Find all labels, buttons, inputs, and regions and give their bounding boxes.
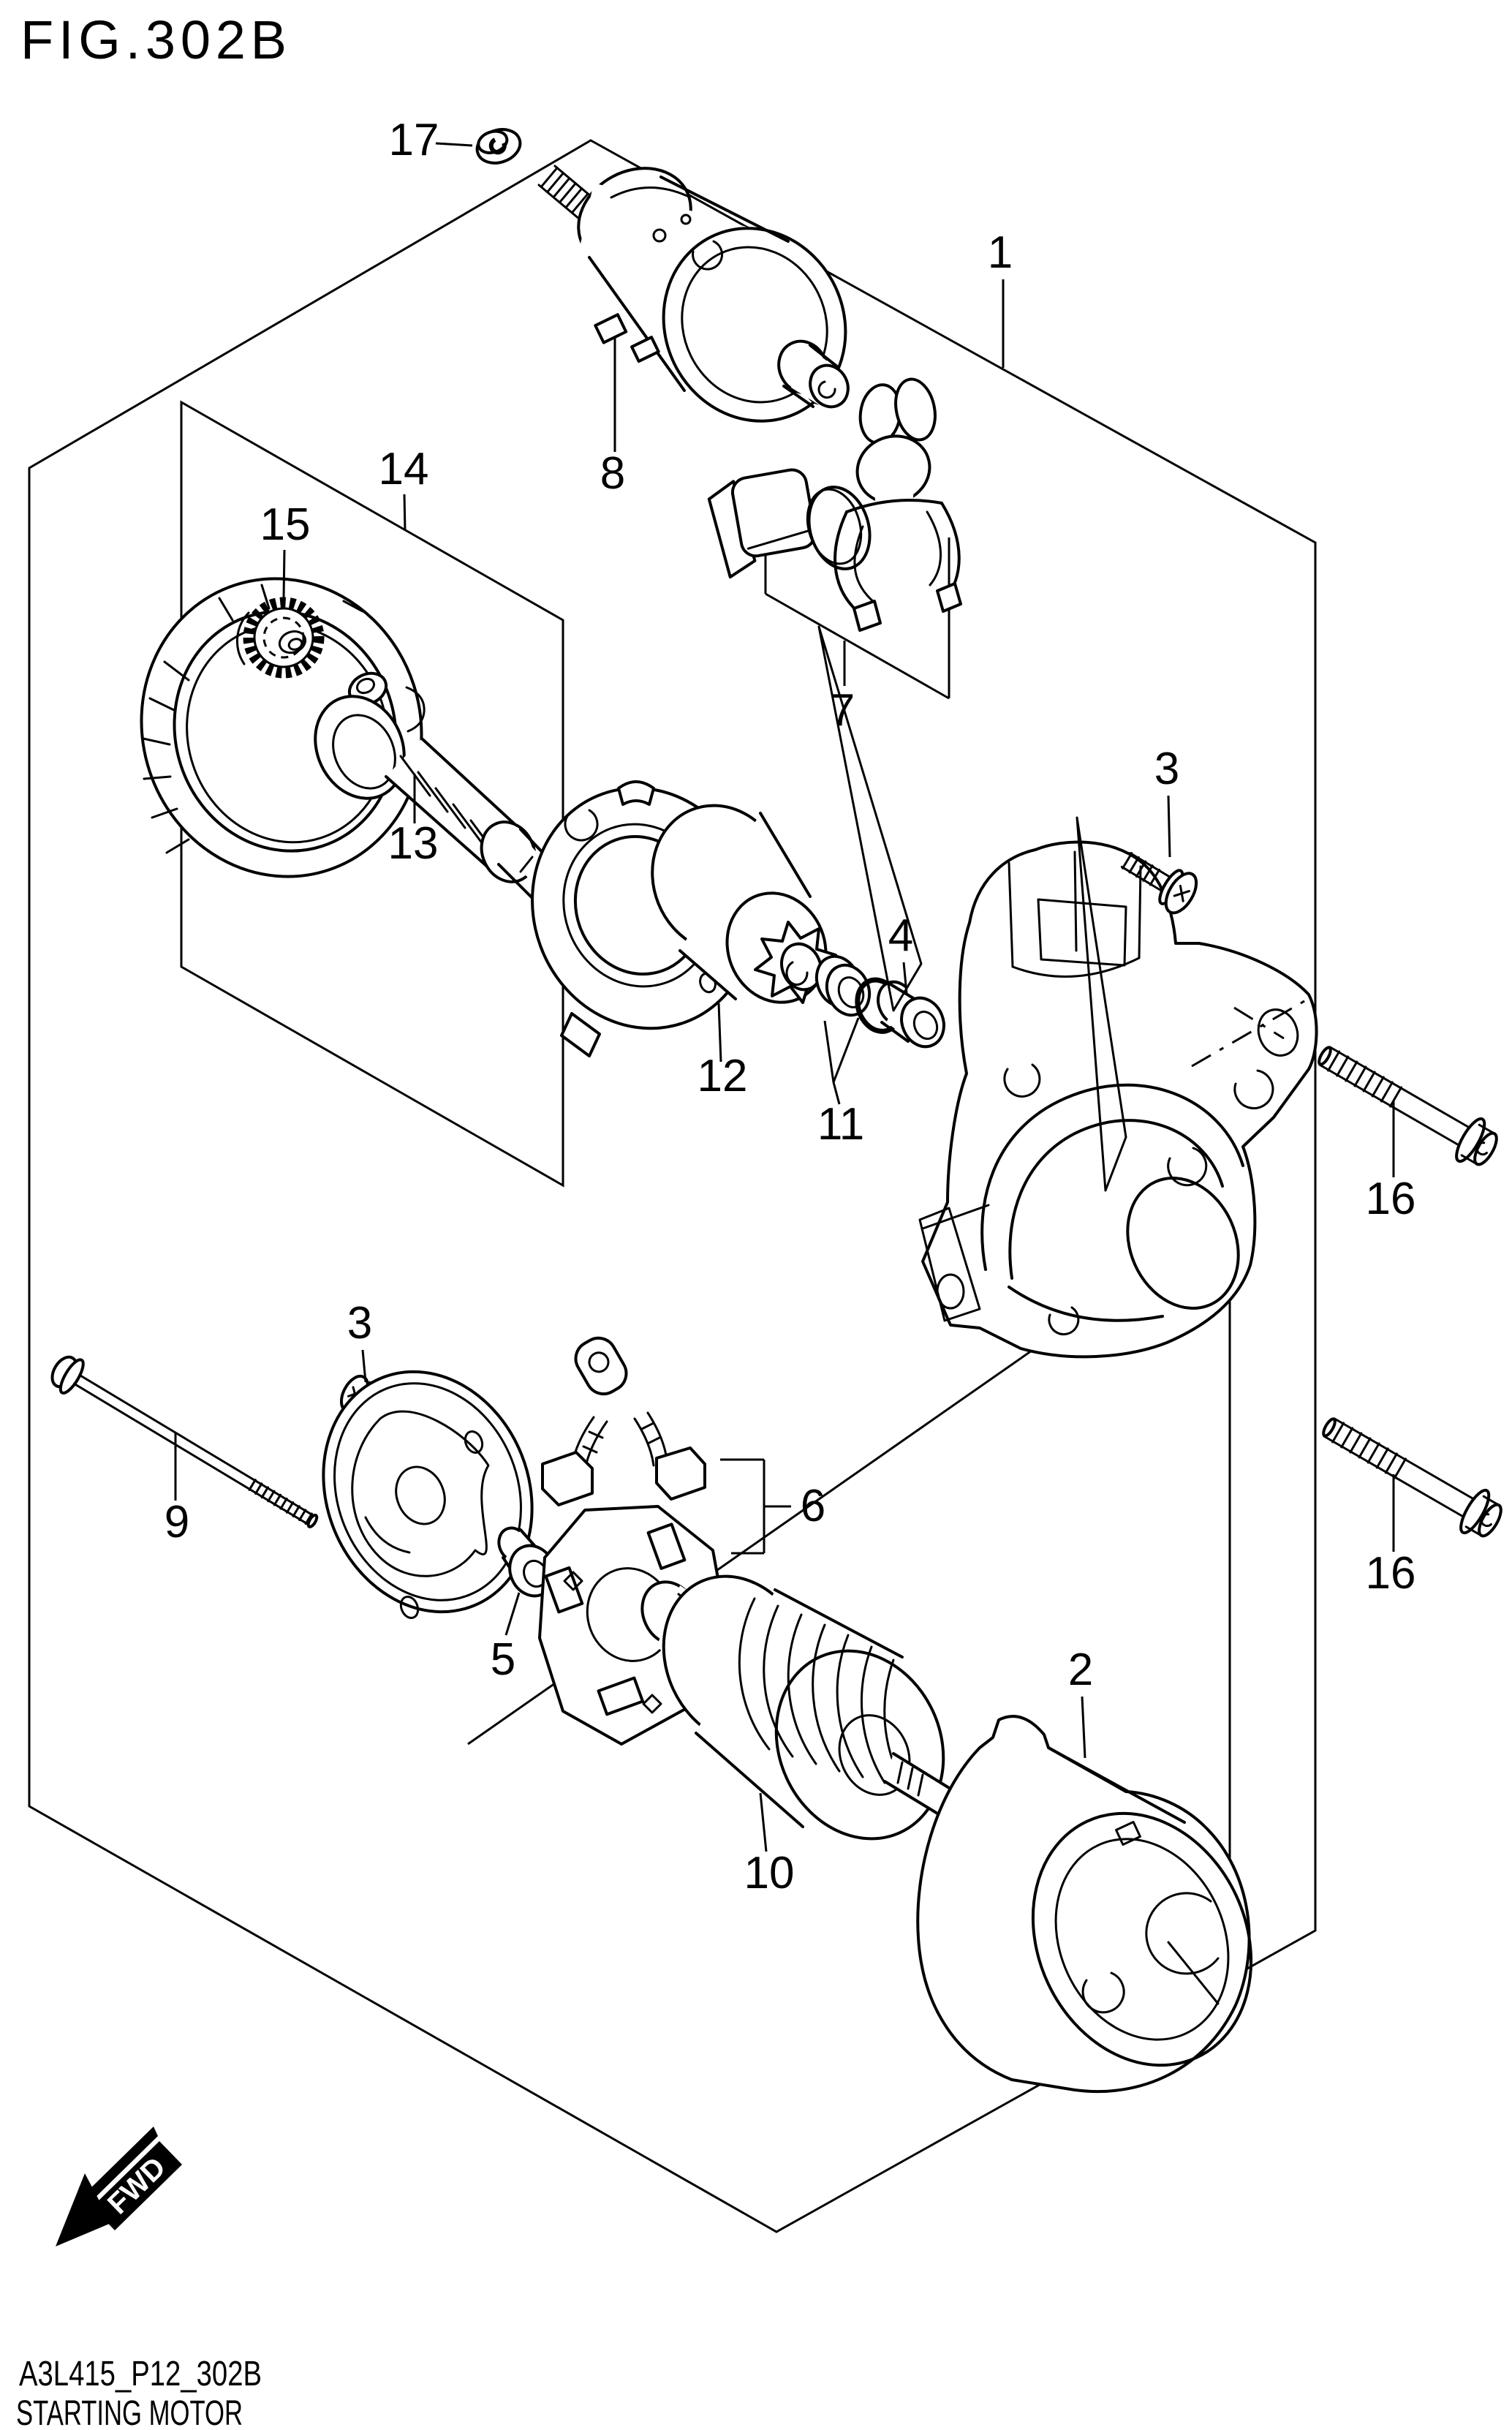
callout-1: 1 (988, 227, 1013, 278)
solenoid-plunger (777, 339, 850, 409)
solenoid-stud (537, 165, 596, 219)
callout-10: 10 (744, 1848, 795, 1898)
solenoid-terminals (594, 313, 660, 363)
callout-3-upper: 3 (1154, 744, 1179, 794)
callout-9: 9 (165, 1497, 189, 1547)
internal-ring-gear (140, 577, 426, 878)
ring-notches (142, 584, 271, 854)
yoke-housing (916, 1715, 1253, 2094)
brush-block-right (655, 1446, 706, 1501)
terminal-nut (475, 128, 522, 165)
callout-2: 2 (1068, 1645, 1093, 1695)
winding-lines (738, 1597, 907, 1789)
rubber-packing (707, 468, 817, 579)
mount-bolt-upper (1318, 1046, 1498, 1166)
pinion-stopper-bushing (877, 980, 945, 1049)
callout-16-lower: 16 (1366, 1548, 1416, 1599)
callout-13: 13 (388, 818, 439, 869)
bore-arches (980, 1083, 1244, 1322)
shift-lever-fork (834, 377, 962, 632)
terminal-lead (574, 1336, 628, 1396)
callout-12: 12 (698, 1051, 748, 1101)
rear-end-cover (322, 1370, 534, 1620)
callout-8: 8 (600, 448, 625, 499)
callout-3-lower: 3 (347, 1298, 372, 1348)
front-bracket-housing (918, 840, 1318, 1359)
callout-4: 4 (888, 910, 913, 961)
idle-gear (235, 597, 325, 679)
armature (640, 1574, 989, 1841)
callout-14: 14 (379, 444, 429, 494)
lever-set (707, 377, 962, 632)
fwd-arrow: FWD (56, 2127, 182, 2246)
brush-block-left (541, 1451, 594, 1506)
mount-bolt-lower (1312, 1403, 1511, 1547)
figure-title: FIG.302B (20, 10, 287, 70)
callout-leaders (174, 142, 1395, 1852)
fwd-flag (92, 2141, 182, 2230)
magnetic-switch (537, 165, 850, 423)
callout-11: 11 (817, 1099, 864, 1150)
callout-7: 7 (830, 685, 855, 736)
through-bolt (50, 1355, 319, 1528)
fwd-arrowhead (56, 2173, 111, 2246)
pointer-triangles (817, 625, 1127, 1192)
drawing-title: STARTING MOTOR (16, 2394, 243, 2430)
fwd-top-slab (86, 2127, 158, 2202)
screw-upper (1120, 852, 1198, 915)
callout-17: 17 (389, 115, 439, 165)
drawing-code: A3L415_P12_302B (19, 2355, 262, 2393)
mount-foot (918, 1204, 1080, 1336)
bracket-details (1003, 850, 1299, 1187)
snap-ring (855, 977, 898, 1034)
callout-15: 15 (260, 499, 311, 550)
callout-5: 5 (491, 1634, 515, 1685)
bracket-6 (720, 1458, 791, 1555)
callout-6: 6 (801, 1481, 825, 1531)
callout-labels: 1 2 3 3 4 5 6 7 8 9 10 11 12 13 14 15 16… (165, 115, 1416, 1898)
outer-assembly-box (28, 139, 1317, 2233)
callout-16-upper: 16 (1366, 1174, 1416, 1224)
